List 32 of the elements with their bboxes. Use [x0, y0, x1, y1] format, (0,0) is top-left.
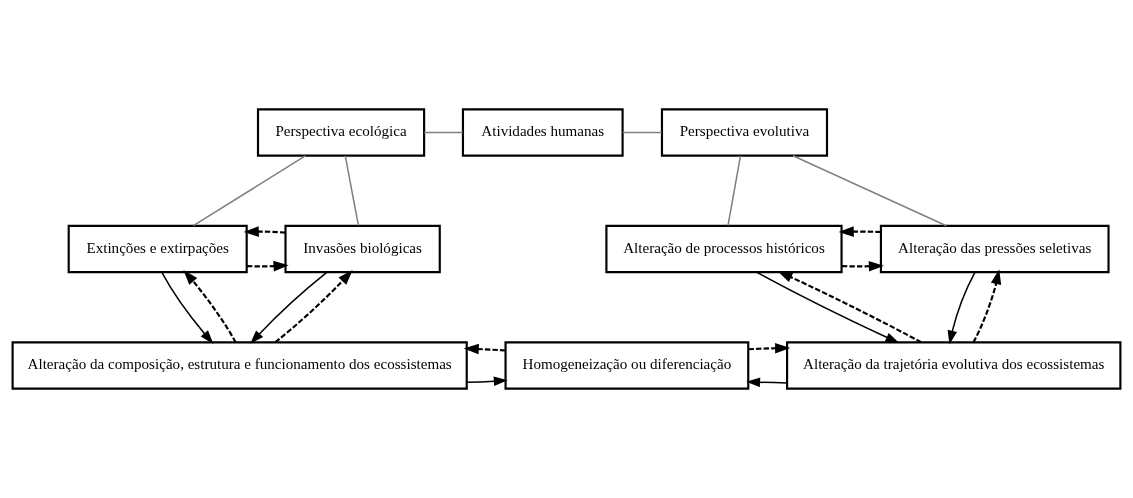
connector: [192, 155, 307, 227]
node-box: Perspectiva evolutiva: [660, 108, 829, 157]
node-box: Invasões biológicas: [284, 224, 441, 274]
arrow: [748, 342, 791, 354]
connector: [344, 155, 360, 227]
connector: [727, 155, 742, 227]
connector: [622, 131, 663, 134]
arrow: [250, 271, 328, 344]
arrow: [777, 270, 922, 344]
arrow: [274, 270, 353, 343]
arrow: [466, 376, 508, 386]
arrow: [161, 271, 214, 344]
arrow: [243, 226, 286, 237]
connector: [423, 131, 464, 134]
arrow: [947, 271, 976, 345]
node-box: Alteração de processos históricos: [605, 224, 843, 274]
arrow: [756, 271, 900, 344]
node-box: Extinções e extirpações: [67, 224, 248, 274]
node-box: Alteração da trajetória evolutiva dos ecossistemas: [786, 341, 1122, 390]
node-box: Alteração da composição, estrutura e funcionamento dos ecossistemas: [11, 341, 468, 390]
arrow: [838, 226, 881, 237]
node-box: Homogeneização ou diferenciação: [504, 341, 750, 390]
arrow: [972, 269, 1002, 343]
arrow: [183, 269, 237, 343]
connector: [792, 155, 948, 227]
arrow: [463, 343, 506, 355]
arrow: [746, 377, 788, 388]
node-box: Alteração das pressões seletivas: [879, 224, 1110, 274]
node-box: Perspectiva ecológica: [256, 108, 426, 157]
node-box: Atividades humanas: [461, 108, 624, 157]
arrow: [841, 261, 884, 272]
arrow: [246, 260, 289, 272]
